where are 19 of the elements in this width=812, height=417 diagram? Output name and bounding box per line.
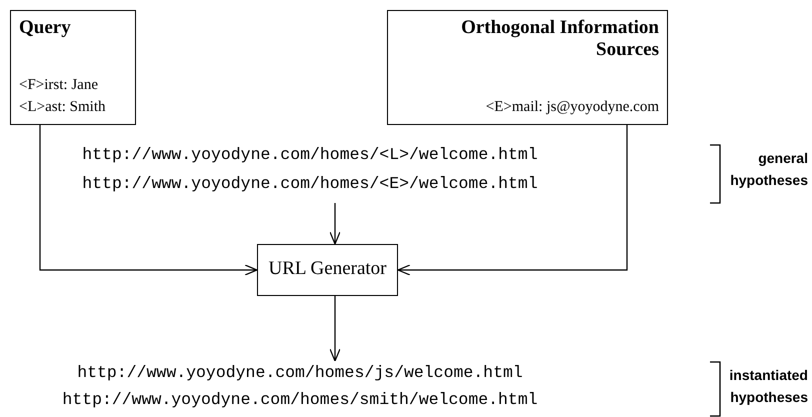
arrow — [329, 296, 341, 362]
field-text: <E>mail: js@yoyodyne.com — [486, 99, 659, 116]
process-box — [257, 244, 398, 296]
field-text: <L>ast: Smith — [19, 99, 106, 116]
url-text: http://www.yoyodyne.com/homes/smith/welcome.html — [62, 390, 538, 409]
url-text: http://www.yoyodyne.com/homes/<E>/welcome.html — [82, 174, 538, 193]
url-text: http://www.yoyodyne.com/homes/<L>/welcome.html — [82, 145, 538, 164]
group-label: instantiated hypotheses — [728, 366, 808, 407]
arrow — [329, 203, 341, 245]
source-box — [10, 10, 136, 125]
field-text: <F>irst: Jane — [19, 77, 98, 94]
source-box — [387, 10, 668, 125]
box-heading: Query — [19, 17, 71, 39]
arrow — [397, 125, 628, 276]
url-text: http://www.yoyodyne.com/homes/js/welcome.html — [77, 363, 523, 382]
group-label: general hypotheses — [729, 149, 808, 190]
arrow — [39, 125, 258, 276]
box-label: URL Generator — [268, 258, 386, 280]
box-heading: Orthogonal Information Sources — [460, 17, 659, 61]
